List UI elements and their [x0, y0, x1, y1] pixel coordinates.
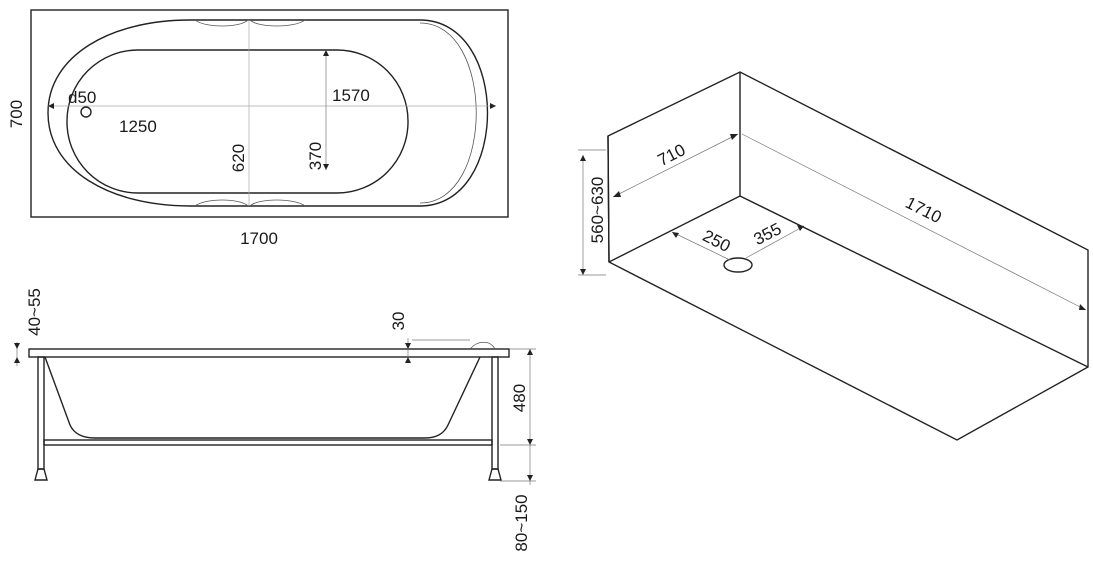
top-view-basin	[66, 49, 409, 194]
iso-left-vertical-edge	[607, 135, 610, 263]
iso-box-outline	[607, 71, 1089, 441]
side-view-headrest	[469, 341, 496, 350]
dim-inner-length: 1570	[332, 86, 370, 105]
iso-dim-drain-x: 250	[700, 226, 734, 256]
side-view-left-foot	[34, 468, 48, 481]
side-view-frame-crossbar	[43, 439, 493, 446]
side-view-tub-body	[44, 356, 481, 439]
iso-drain-hole	[723, 257, 753, 273]
iso-dim-length: 1710	[902, 193, 944, 227]
side-view: 40~55 30 480 80~150	[14, 288, 536, 552]
side-view-frame-left-leg	[37, 356, 45, 470]
drain-hole	[80, 106, 92, 118]
iso-dim-drain-y: 355	[751, 219, 785, 249]
side-view-frame-right-leg	[491, 356, 499, 470]
iso-inner-floor-edge-left	[608, 195, 741, 263]
dim-drain-diameter: d50	[68, 88, 96, 107]
dim-drain-offset: 1250	[119, 117, 157, 136]
iso-dim-width: 710	[655, 140, 689, 170]
isometric-view: 710 1710 560~630 250 355	[578, 71, 1089, 441]
dim-inner-width: 620	[229, 144, 248, 172]
dim-top-width: 700	[7, 100, 26, 128]
dim-rim: 30	[389, 312, 408, 331]
top-view-tub-rim	[419, 22, 477, 204]
top-view-handle-top	[194, 19, 306, 27]
dim-depth: 480	[510, 384, 529, 412]
side-view-right-foot	[488, 468, 502, 481]
top-view-outline	[30, 9, 509, 218]
dim-half-width: 370	[306, 142, 325, 170]
dim-rim-range: 40~55	[25, 288, 44, 336]
iso-inner-floor-edge-right	[739, 195, 1089, 368]
iso-dim-height-range: 560~630	[588, 177, 607, 244]
top-view: 700 d50 1570 1250 620 370 1700	[7, 9, 509, 248]
side-view-rim	[28, 348, 510, 358]
dim-leg-range: 80~150	[512, 494, 531, 551]
top-view-handle-bottom	[194, 199, 306, 207]
dim-length: 1700	[240, 229, 278, 248]
top-view-tub-shell	[47, 19, 489, 207]
